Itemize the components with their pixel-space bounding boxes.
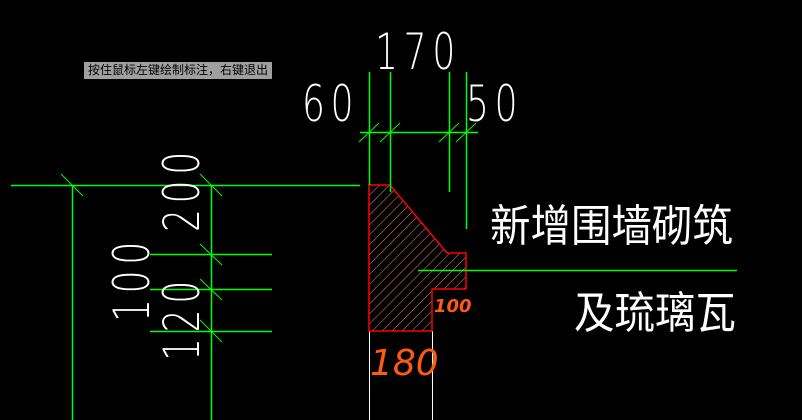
coping-section[interactable] bbox=[368, 184, 467, 332]
dim-text-left-inner-bottom[interactable]: 120 bbox=[153, 275, 211, 361]
left-outer-dimension[interactable] bbox=[60, 173, 84, 420]
wall-outline bbox=[369, 331, 433, 420]
hand-note-step-width[interactable]: 100 bbox=[434, 296, 472, 317]
dim-text-top-right[interactable]: 50 bbox=[466, 75, 524, 133]
top-dimension[interactable] bbox=[358, 72, 478, 229]
label-line-2[interactable]: 及琉璃瓦 bbox=[574, 288, 736, 339]
dim-text-top-total[interactable]: 170 bbox=[375, 23, 461, 81]
dim-text-left-outer[interactable]: 100 bbox=[103, 236, 161, 322]
dim-text-left-inner-top[interactable]: 200 bbox=[153, 146, 211, 232]
status-tooltip: 按住鼠标左键绘制标注，右键退出 bbox=[84, 62, 273, 79]
hand-note-wall-thickness[interactable]: 180 bbox=[370, 343, 439, 384]
dim-text-top-left[interactable]: 60 bbox=[302, 75, 360, 133]
label-line-1[interactable]: 新增围墙砌筑 bbox=[490, 201, 733, 252]
left-inner-dimension[interactable] bbox=[150, 173, 272, 420]
